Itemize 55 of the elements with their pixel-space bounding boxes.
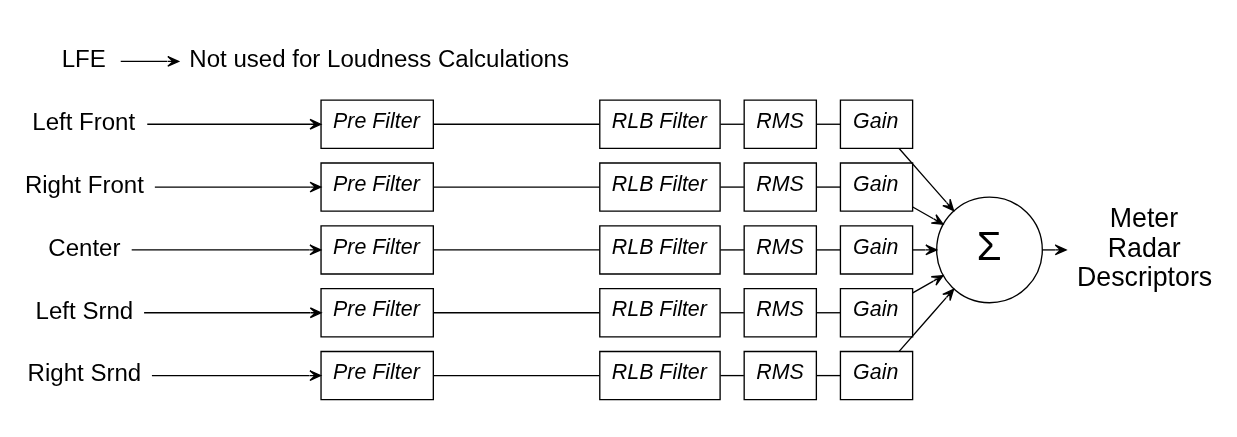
arrow	[143, 307, 322, 319]
node-box: Pre Filter	[320, 225, 434, 275]
connector	[433, 123, 601, 125]
connector	[719, 123, 745, 125]
node-box: Gain	[839, 225, 914, 275]
arrow	[1041, 244, 1067, 256]
connector	[433, 186, 601, 188]
node-box: RLB Filter	[599, 288, 721, 338]
node-box: Gain	[839, 350, 914, 401]
node-text: Meter Radar Descriptors	[1077, 203, 1213, 293]
node-box: Pre Filter	[320, 162, 434, 212]
connector	[815, 374, 841, 377]
node-box: RMS	[743, 162, 818, 212]
connector	[719, 186, 745, 188]
node-box: Pre Filter	[320, 99, 434, 149]
node-text: Not used for Loudness Calculations	[189, 45, 569, 73]
connector	[815, 249, 841, 251]
node-box: Pre Filter	[320, 350, 434, 401]
connector	[719, 249, 745, 251]
connector	[815, 312, 841, 314]
node-box: Gain	[839, 288, 914, 338]
arrow	[912, 244, 938, 256]
node-box: Gain	[839, 162, 914, 212]
node-box: Gain	[839, 99, 914, 149]
node-text: Right Front	[24, 170, 144, 198]
arrow	[120, 55, 180, 67]
node-box: RLB Filter	[599, 99, 721, 149]
connector	[433, 312, 601, 314]
node-box: RMS	[743, 288, 818, 338]
arrow	[898, 147, 955, 212]
node-text: Center	[48, 233, 121, 261]
node-box: RLB Filter	[599, 225, 721, 275]
arrow	[912, 206, 944, 225]
node-box: RLB Filter	[599, 350, 721, 401]
connector	[719, 312, 745, 314]
connector	[815, 123, 841, 125]
arrow	[151, 370, 322, 382]
node-text: LFE	[61, 45, 106, 73]
arrow	[898, 288, 955, 353]
arrow	[131, 244, 322, 256]
arrow	[154, 181, 322, 193]
node-box: Pre Filter	[320, 288, 434, 338]
node-box: RLB Filter	[599, 162, 721, 212]
connector	[719, 374, 745, 377]
node-box: RMS	[743, 99, 818, 149]
node-box: RMS	[743, 225, 818, 275]
node-box: RMS	[743, 350, 818, 401]
connector	[815, 186, 841, 188]
arrow	[146, 118, 322, 130]
arrow	[912, 274, 944, 294]
node-text: Left Front	[32, 108, 136, 136]
connector	[433, 249, 601, 251]
connector	[433, 374, 601, 377]
node-text: Right Srnd	[27, 359, 142, 387]
node-text: Left Srnd	[35, 296, 134, 324]
